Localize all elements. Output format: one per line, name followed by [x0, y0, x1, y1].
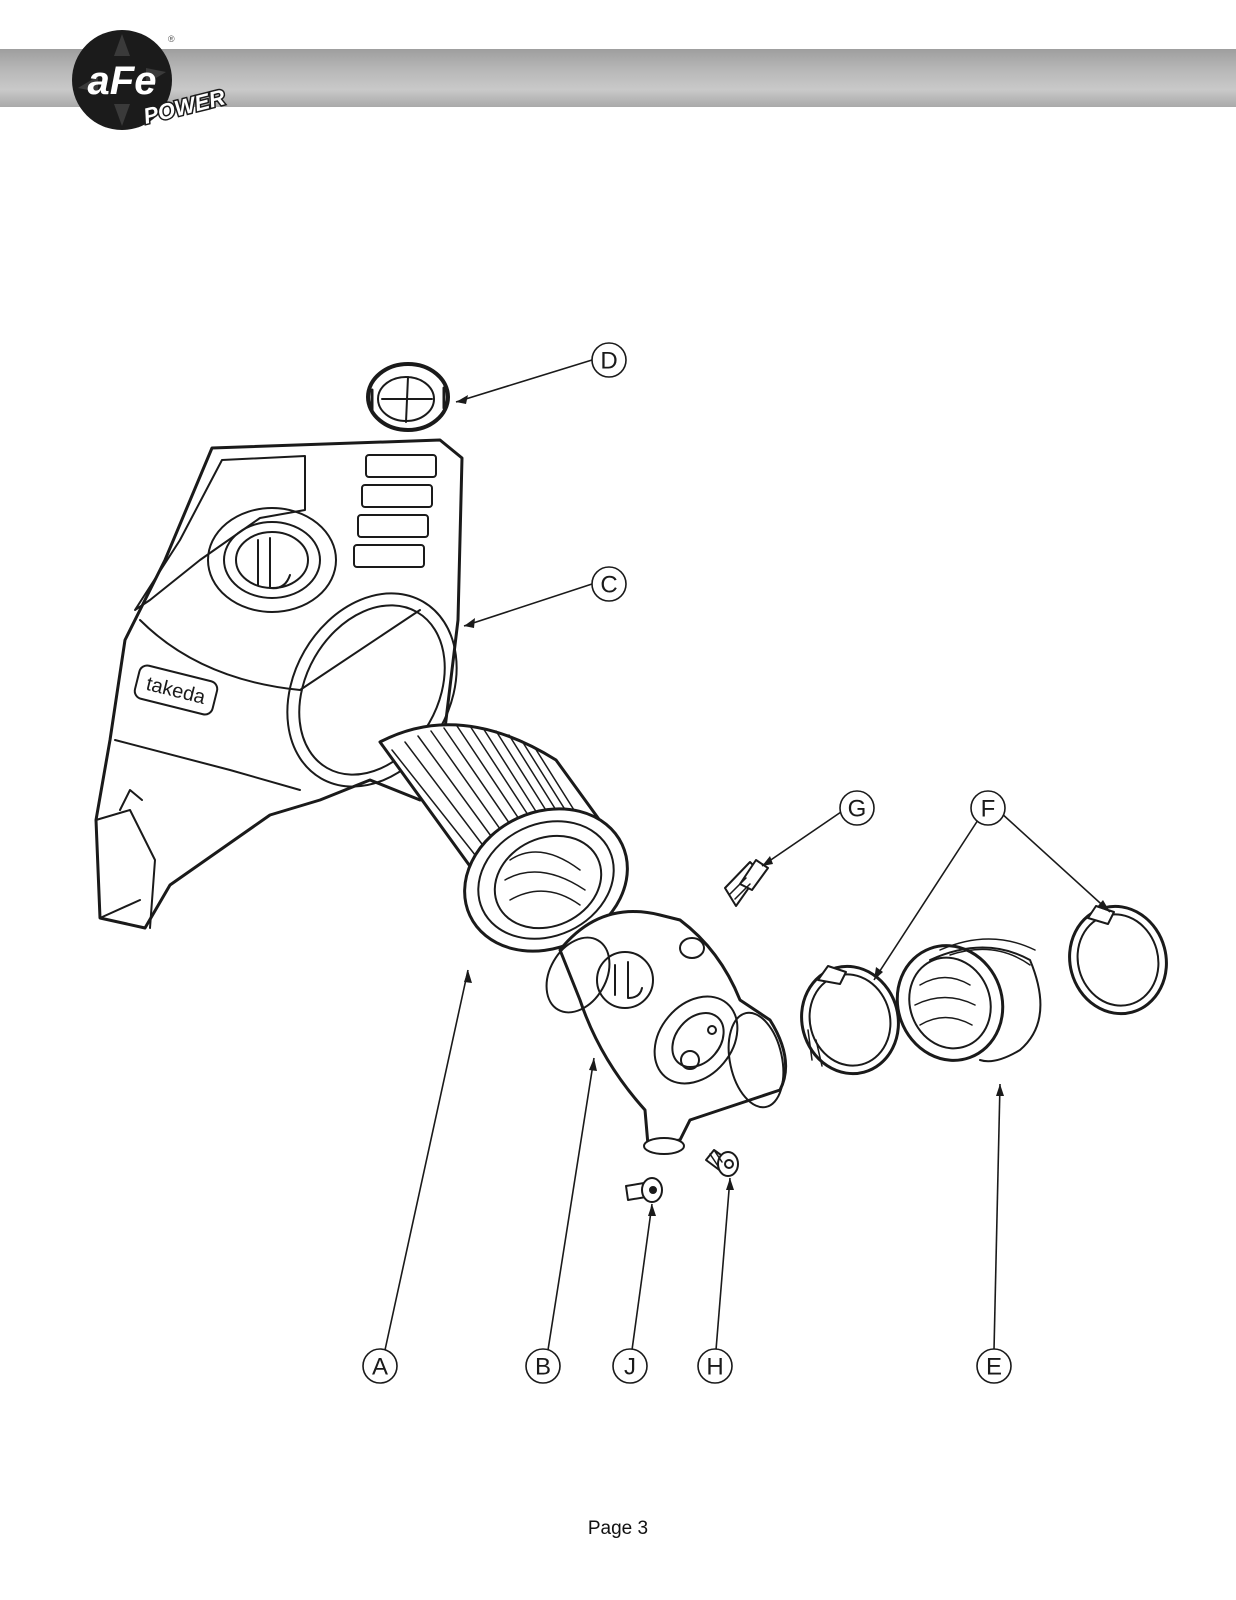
callout-label-b: B — [535, 1354, 551, 1381]
part-c-airbox-housing: takeda — [94, 438, 464, 930]
leader-e — [993, 1083, 1001, 1351]
part-d-cap — [366, 362, 450, 432]
svg-text:®: ® — [168, 34, 175, 44]
part-e-coupler — [895, 938, 1042, 1063]
leader-f-left — [873, 819, 979, 981]
callout-label-e: E — [986, 1354, 1002, 1381]
callout-circle-h — [697, 1348, 733, 1384]
afe-power-logo: aFe POWER ® — [72, 30, 229, 130]
page-number: Page 3 — [587, 1518, 649, 1539]
callout-label-f: F — [981, 796, 996, 823]
callout-circle-e — [976, 1348, 1012, 1384]
part-j-plug — [625, 1177, 663, 1203]
leader-f-right — [999, 811, 1111, 913]
part-h-breather-fitting — [705, 1149, 739, 1177]
header-bar — [0, 49, 1236, 107]
leader-d — [455, 359, 593, 403]
part-b-intake-tube — [545, 910, 788, 1155]
part-a-air-filter — [378, 723, 629, 953]
svg-text:aFe: aFe — [88, 59, 157, 103]
callout-label-a: A — [372, 1354, 388, 1381]
callout-circle-f — [970, 790, 1006, 826]
callout-label-j: J — [624, 1354, 636, 1381]
callout-circle-d — [591, 342, 627, 378]
callout-label-d: D — [600, 348, 617, 375]
part-f-hose-clamps — [800, 904, 1168, 1076]
leader-g — [761, 811, 842, 867]
callout-circle-b — [525, 1348, 561, 1384]
leader-c — [463, 583, 593, 627]
callout-circle-c — [591, 566, 627, 602]
leader-b — [547, 1057, 595, 1351]
leader-a — [384, 969, 469, 1351]
callout-circle-j — [612, 1348, 648, 1384]
callout-circle-g — [839, 790, 875, 826]
leader-h — [715, 1177, 731, 1351]
part-g-fitting — [724, 859, 769, 907]
callout-circle-a — [362, 1348, 398, 1384]
leader-j — [631, 1203, 653, 1351]
callout-label-g: G — [848, 796, 867, 823]
callout-label-h: H — [706, 1354, 723, 1381]
callout-label-c: C — [600, 572, 617, 599]
